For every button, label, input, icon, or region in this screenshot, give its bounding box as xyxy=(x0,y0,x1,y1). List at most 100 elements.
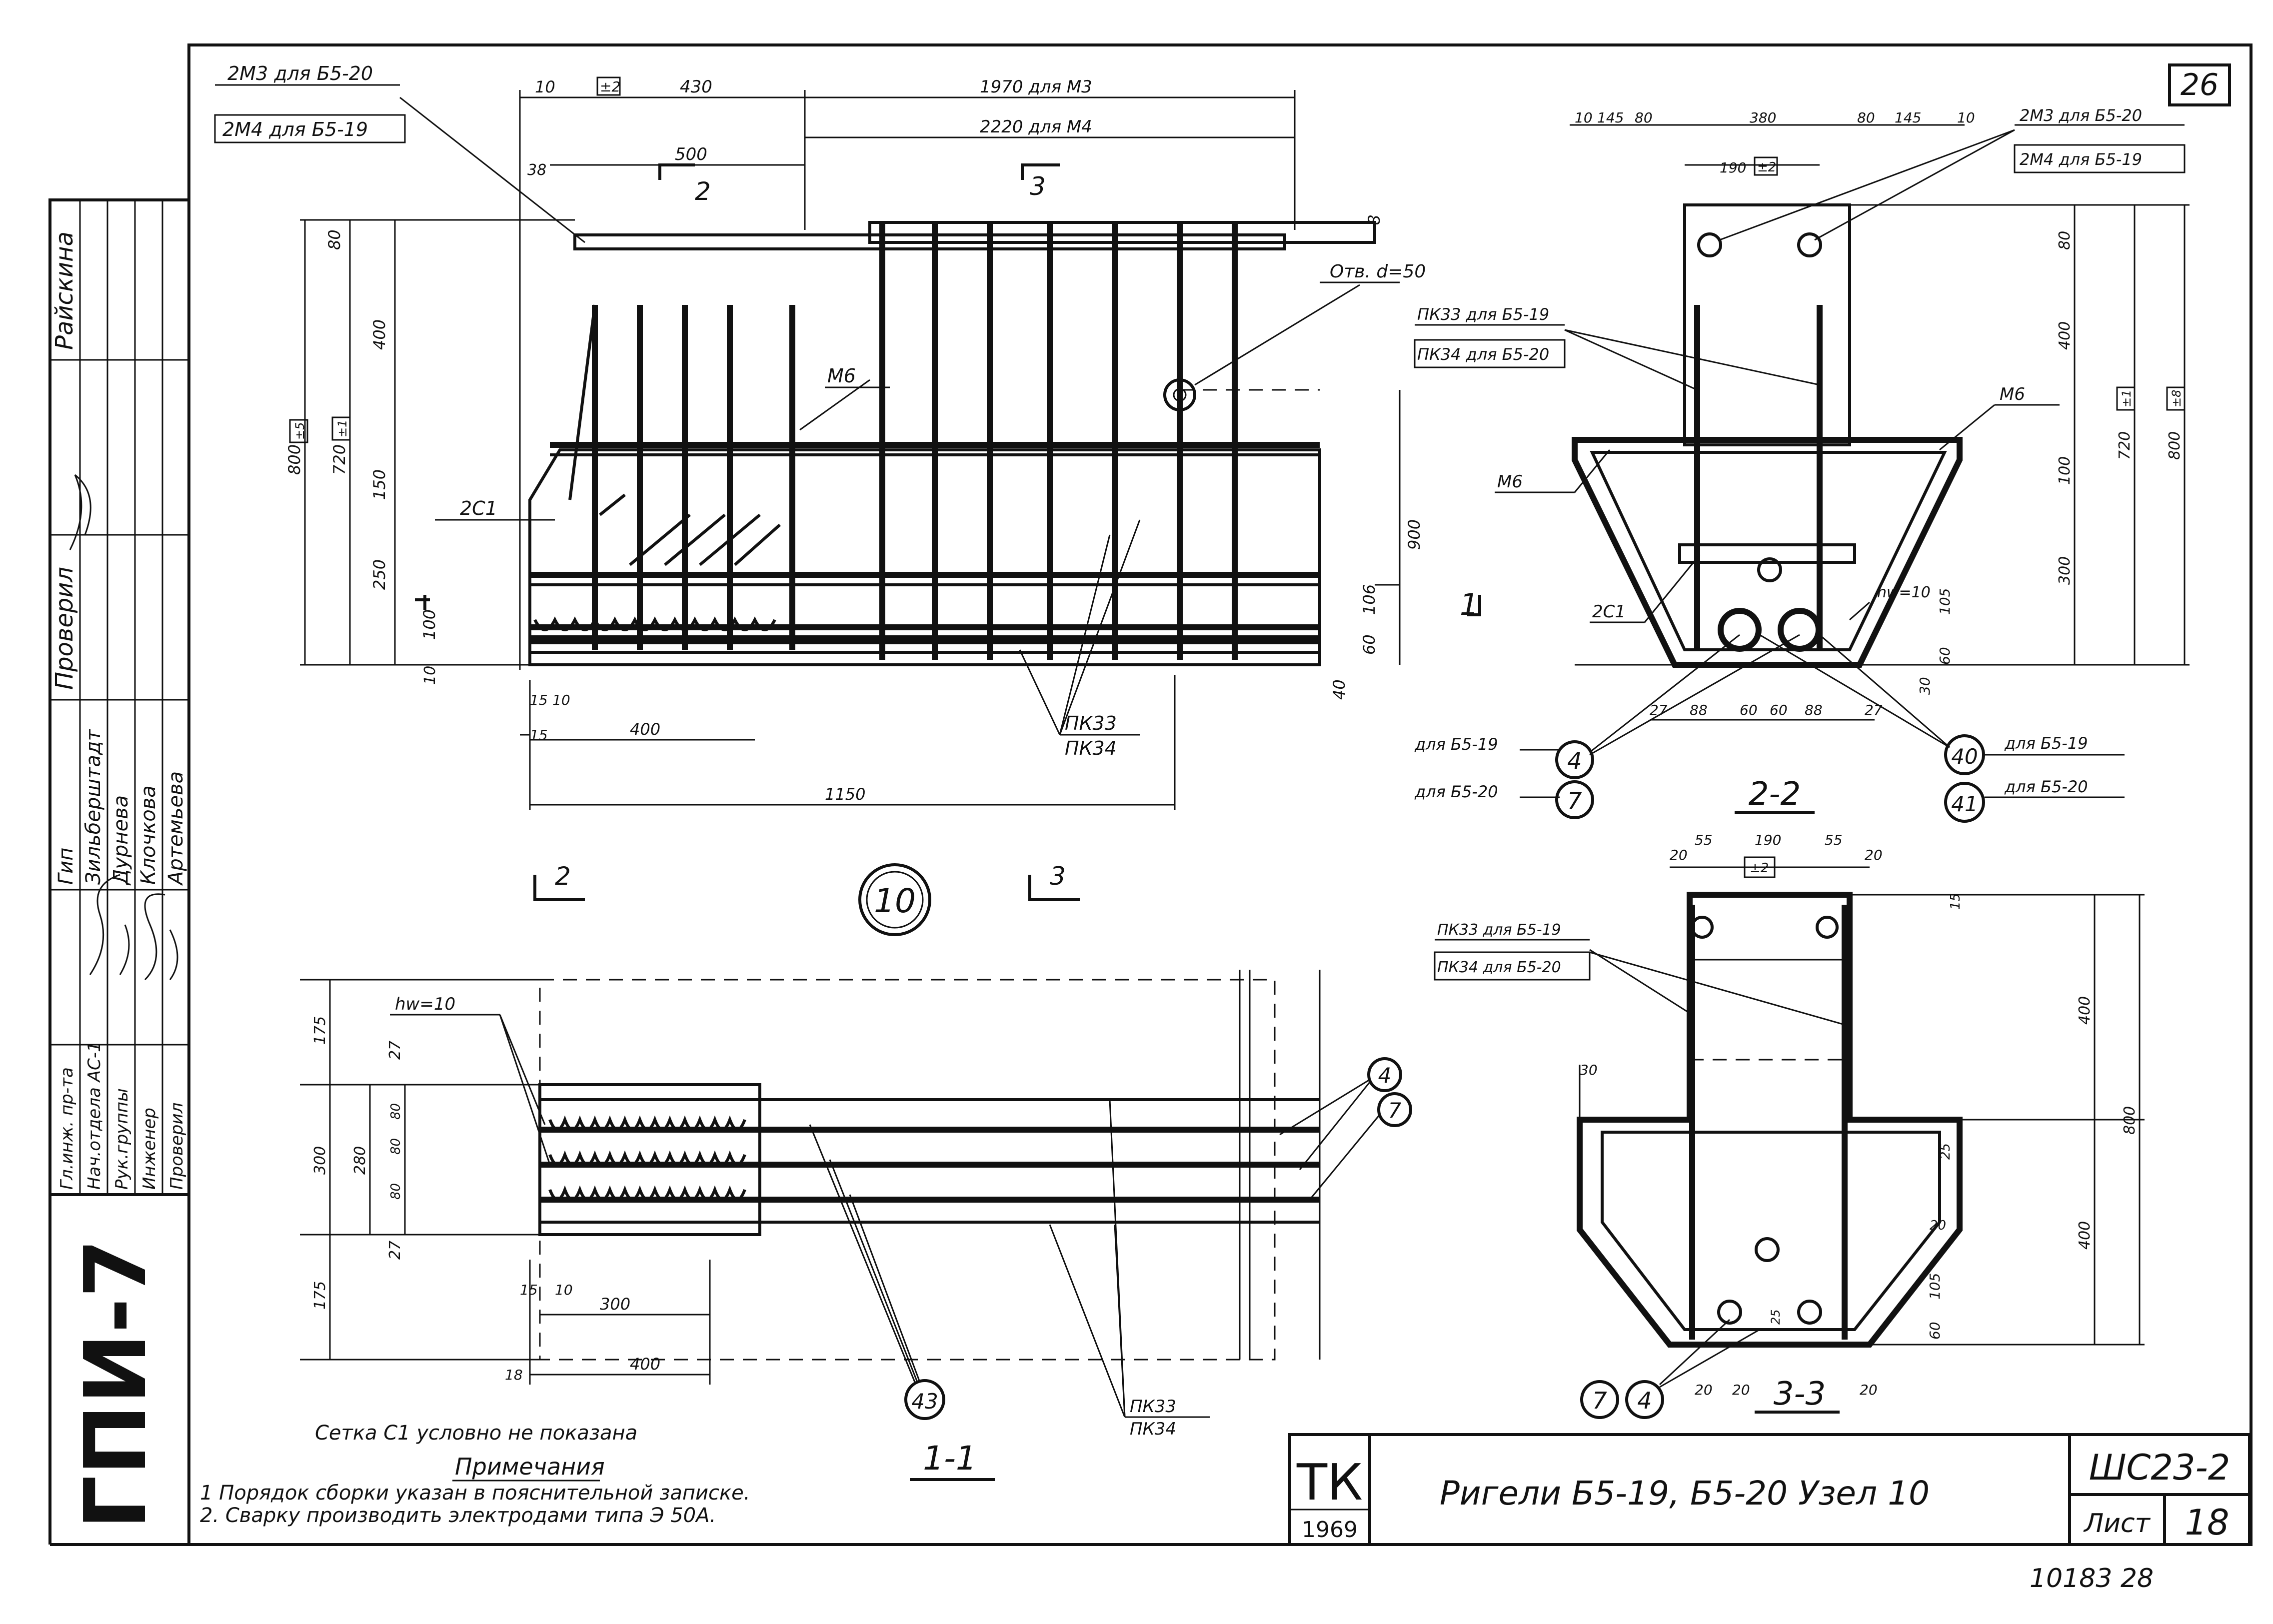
svg-text:15: 15 xyxy=(520,1282,538,1298)
svg-text:400: 400 xyxy=(370,319,389,350)
beam-outline xyxy=(528,448,1321,666)
svg-text:300: 300 xyxy=(2056,556,2074,585)
title-text: Ригели Б5-19, Б5-20 Узел 10 xyxy=(1440,1474,1930,1513)
svg-text:43: 43 xyxy=(911,1389,938,1414)
stamp-role-2: Нач.отдела АС-1 xyxy=(84,1041,104,1190)
svg-text:280: 280 xyxy=(351,1146,369,1175)
svg-text:80: 80 xyxy=(388,1138,403,1155)
svg-text:41: 41 xyxy=(1951,792,1978,816)
stamp-name-4: Артемьева xyxy=(164,771,187,886)
svg-text:10: 10 xyxy=(421,666,439,685)
svg-text:38: 38 xyxy=(527,161,546,179)
notes: Сетка С1 условно не показана Примечания … xyxy=(200,1422,750,1527)
label-pk34: ПК34 xyxy=(1065,737,1117,759)
svg-text:10: 10 xyxy=(552,692,570,708)
svg-text:20: 20 xyxy=(1695,1382,1713,1398)
svg-text:55: 55 xyxy=(1695,832,1713,848)
svg-text:150: 150 xyxy=(370,469,389,500)
section-2-2-title: 2-2 xyxy=(1749,776,1801,813)
svg-text:105: 105 xyxy=(1937,588,1953,615)
svg-text:±8: ±8 xyxy=(2170,390,2184,407)
label-2m3: 2М3 для Б5-20 xyxy=(227,62,373,84)
svg-text:2: 2 xyxy=(695,177,711,206)
svg-text:15: 15 xyxy=(530,692,548,708)
svg-text:80: 80 xyxy=(388,1103,403,1120)
stamp-checker-label: Проверил xyxy=(50,567,78,690)
s22-label-pk34: ПК34 для Б5-20 xyxy=(1417,345,1549,364)
svg-text:10: 10 xyxy=(535,77,555,96)
stamp-role-1: Гл.инж. пр-та xyxy=(57,1067,77,1190)
svg-text:190: 190 xyxy=(1720,159,1746,176)
svg-text:55: 55 xyxy=(1825,832,1843,848)
title-series: ШС23-2 xyxy=(2089,1447,2231,1488)
svg-text:60: 60 xyxy=(1937,647,1953,665)
svg-text:27: 27 xyxy=(386,1241,404,1260)
svg-text:ПК34: ПК34 xyxy=(1130,1419,1176,1439)
sheet-border xyxy=(187,43,2253,1546)
svg-text:100: 100 xyxy=(420,609,439,640)
note-2: 2. Сварку производить электродами типа Э… xyxy=(200,1504,716,1527)
section-marker-2 xyxy=(533,875,585,901)
s22-label-pk33: ПК33 для Б5-19 xyxy=(1417,305,1549,324)
svg-text:±2: ±2 xyxy=(1757,160,1776,175)
svg-text:20: 20 xyxy=(1732,1382,1750,1398)
s33-label-pk34: ПК34 для Б5-20 xyxy=(1437,959,1561,976)
s22-label-2c1: 2С1 xyxy=(1592,602,1626,622)
svg-text:±1: ±1 xyxy=(2120,390,2134,407)
title-year: 1969 xyxy=(1302,1517,1358,1543)
title-sheet-number: 18 xyxy=(2185,1502,2229,1543)
svg-text:18: 18 xyxy=(505,1367,523,1383)
svg-text:105: 105 xyxy=(1927,1273,1943,1300)
svg-text:80: 80 xyxy=(2056,231,2074,250)
svg-text:7: 7 xyxy=(1388,1098,1402,1123)
svg-text:±2: ±2 xyxy=(600,78,620,95)
svg-text:для Б5-19: для Б5-19 xyxy=(2004,734,2088,753)
svg-text:60: 60 xyxy=(1770,702,1788,718)
svg-text:30: 30 xyxy=(1580,1062,1598,1078)
svg-text:800: 800 xyxy=(285,444,304,475)
svg-text:88: 88 xyxy=(1805,702,1823,718)
svg-text:400: 400 xyxy=(630,1355,660,1374)
svg-text:800: 800 xyxy=(2121,1106,2139,1135)
svg-text:60: 60 xyxy=(1740,702,1758,718)
view-callout-outer xyxy=(858,863,931,936)
s22-label-m3: 2М3 для Б5-20 xyxy=(2020,106,2142,125)
spiral-rebar xyxy=(533,616,776,631)
svg-text:60: 60 xyxy=(1927,1322,1943,1340)
stamp-role-3: Рук.группы xyxy=(112,1088,132,1190)
section-1-1: hw=10 175 27 300 280 80 80 80 27 175 15 … xyxy=(300,970,1412,1481)
stamp-name-3: Клочкова xyxy=(137,785,160,885)
svg-text:80: 80 xyxy=(325,229,344,250)
svg-text:10: 10 xyxy=(555,1282,573,1298)
label-2m4: 2М4 для Б5-19 xyxy=(222,118,368,140)
left-stamp: ГПИ-7 Гл.инж. пр-та Нач.отдела АС-1 Рук.… xyxy=(48,198,190,1546)
svg-text:400: 400 xyxy=(630,720,660,739)
svg-text:для Б5-20: для Б5-20 xyxy=(2004,777,2088,796)
svg-text:20: 20 xyxy=(1860,1382,1878,1398)
section-3-3-outline xyxy=(1577,892,1963,1348)
svg-text:±5: ±5 xyxy=(293,422,307,440)
svg-text:20: 20 xyxy=(1670,847,1688,863)
label-pk33: ПК33 xyxy=(1065,712,1117,734)
stamp-role-5: Проверил xyxy=(167,1103,187,1190)
svg-text:4: 4 xyxy=(1378,1063,1392,1088)
section-3-3: 30 20 55 190 ±2 55 20 ПК33 для Б5-19 ПК3… xyxy=(1434,832,2145,1419)
footer-code: 10183 28 xyxy=(2030,1564,2154,1594)
s22-label-m4: 2М4 для Б5-19 xyxy=(2020,150,2142,169)
svg-text:30: 30 xyxy=(1917,677,1933,695)
note-mesh: Сетка С1 условно не показана xyxy=(315,1422,637,1445)
svg-text:40: 40 xyxy=(1330,679,1349,700)
stamp-org: ГПИ-7 xyxy=(66,1239,165,1530)
sheet-number: 26 xyxy=(2181,67,2219,102)
svg-text:400: 400 xyxy=(2076,996,2094,1025)
svg-text:1150: 1150 xyxy=(825,785,865,804)
svg-text:430: 430 xyxy=(680,77,712,97)
stamp-role-4: Инженер xyxy=(139,1108,159,1190)
tall-stirrups xyxy=(879,222,1238,660)
sheet-number-box xyxy=(2168,63,2231,106)
label-m6: М6 xyxy=(827,365,856,387)
svg-text:380: 380 xyxy=(1750,109,1776,126)
stamp-name-1: Зильберштадт xyxy=(82,728,105,885)
svg-text:400: 400 xyxy=(2056,321,2074,350)
